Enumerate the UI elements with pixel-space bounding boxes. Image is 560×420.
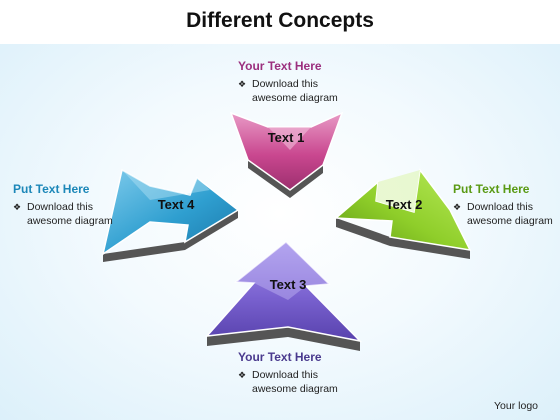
callout-right-body: Download this awesome diagram [467, 201, 553, 227]
callout-right-heading: Put Text Here [453, 182, 530, 196]
logo-text: Your logo [494, 400, 538, 412]
arrow-text-1: Text 1 [229, 111, 344, 198]
callout-bottom-body: Download this awesome diagram [252, 369, 338, 395]
callout-left-body: Download this awesome diagram [27, 201, 113, 227]
callout-top: Your Text Here ❖ Download this awesome d… [238, 59, 342, 105]
callout-right: Put Text Here ❖ Download this awesome di… [453, 182, 557, 228]
slide-background [0, 44, 560, 420]
callout-left: Put Text Here ❖ Download this awesome di… [13, 182, 117, 228]
arrow-1-label: Text 1 [268, 130, 305, 145]
callout-top-body: Download this awesome diagram [252, 78, 338, 104]
diamond-bullet-icon: ❖ [453, 202, 462, 212]
arrow-2-label: Text 2 [386, 197, 423, 212]
arrow-3-label: Text 3 [270, 277, 307, 292]
diamond-bullet-icon: ❖ [13, 202, 22, 212]
slide-title: Different Concepts [186, 9, 374, 32]
callout-top-heading: Your Text Here [238, 59, 322, 73]
arrow-1-shape [229, 111, 344, 191]
arrow-4-shape [101, 168, 240, 256]
arrow-4-label: Text 4 [158, 197, 195, 212]
arrow-text-3: Text 3 [205, 240, 363, 351]
callout-left-heading: Put Text Here [13, 182, 90, 196]
callout-bottom-heading: Your Text Here [238, 350, 322, 364]
arrow-2-shape [334, 168, 472, 251]
arrow-text-2: Text 2 [334, 168, 472, 259]
diamond-bullet-icon: ❖ [238, 370, 247, 380]
diamond-bullet-icon: ❖ [238, 79, 247, 89]
arrow-3-shape [205, 240, 363, 343]
arrow-text-4: Text 4 [101, 168, 240, 262]
callout-bottom: Your Text Here ❖ Download this awesome d… [238, 350, 342, 396]
